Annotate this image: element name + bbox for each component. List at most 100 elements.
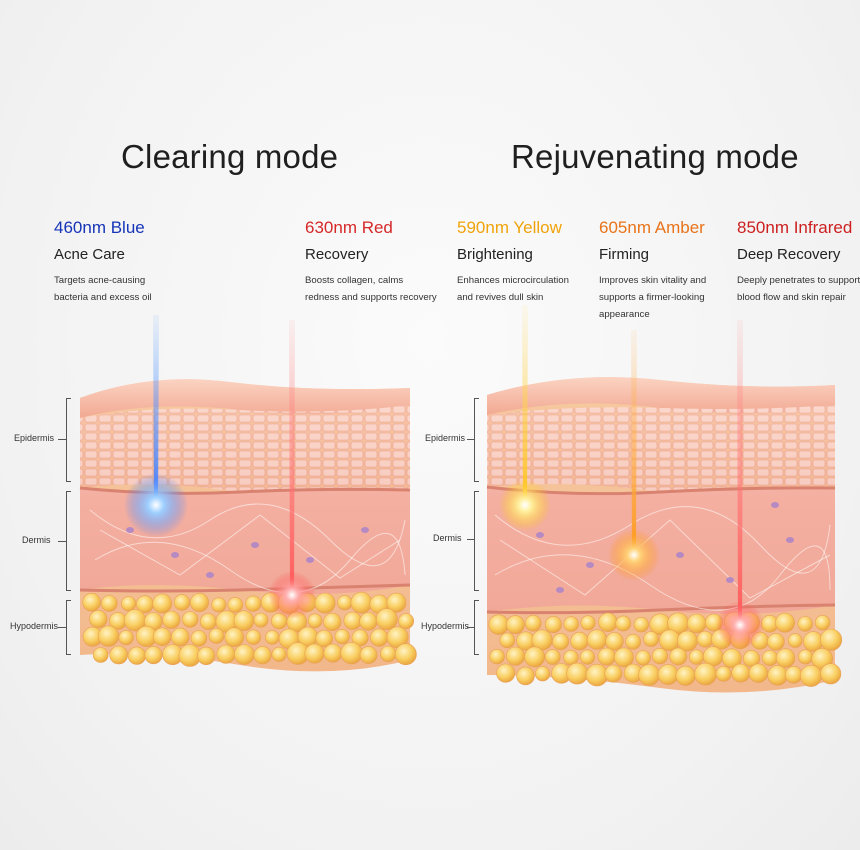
layer-label-epidermis: Epidermis [14, 433, 55, 443]
fat-cell [109, 645, 128, 665]
light-yellow: 590nm Yellow Brightening Enhances microc… [457, 218, 597, 306]
fat-cell [506, 615, 525, 635]
fat-cell [350, 591, 373, 614]
fat-cell [173, 594, 191, 611]
fat-cell [638, 664, 660, 686]
tick-line [58, 439, 66, 440]
fat-cell [152, 627, 172, 647]
description-line: bacteria and excess oil [54, 292, 152, 303]
fat-cells-right [488, 611, 843, 687]
fat-cell [190, 592, 210, 612]
description-line: appearance [599, 309, 650, 320]
fat-cell [787, 633, 803, 648]
fat-cell [722, 648, 742, 669]
fat-cell [748, 663, 769, 683]
bracket-hypodermis [66, 600, 71, 655]
layer-label-dermis: Dermis [22, 535, 51, 545]
description: Targets acne-causing bacteria and excess… [54, 272, 274, 306]
description-line: Deeply penetrates to support [737, 275, 860, 286]
fat-cell [351, 629, 369, 647]
fat-cell [570, 631, 589, 651]
bracket-dermis [66, 491, 71, 591]
fat-cell [386, 592, 407, 613]
fat-cell [643, 631, 659, 647]
fat-cell [675, 665, 696, 686]
fat-cell [127, 646, 146, 665]
fat-cell [552, 633, 570, 651]
fat-cell [144, 646, 163, 665]
bracket-epidermis [474, 398, 479, 482]
fat-cell [224, 627, 245, 648]
fat-cell [337, 595, 353, 611]
fat-cell [315, 629, 333, 648]
fat-cell [524, 646, 546, 668]
light-red: 630nm Red Recovery Boosts collagen, calm… [305, 218, 455, 306]
layer-label-hypodermis: Hypodermis [421, 621, 470, 631]
fat-cell [227, 597, 244, 613]
fat-cell [819, 628, 843, 651]
fat-cell [686, 613, 707, 634]
fat-cell [233, 610, 255, 632]
fat-cell [359, 612, 378, 631]
fat-cell [499, 632, 516, 649]
description-line: Enhances microcirculation [457, 275, 569, 286]
fat-cell [797, 649, 813, 665]
fat-cell [767, 665, 788, 686]
bracket-hypodermis [474, 600, 479, 655]
fat-cell [651, 647, 669, 665]
fat-cell [307, 613, 323, 629]
bracket-epidermis [66, 398, 71, 482]
wavelength-label: 460nm Blue [54, 218, 145, 237]
fat-cell [208, 628, 225, 644]
description-line: redness and supports recovery [305, 292, 437, 303]
benefit-label: Brightening [457, 246, 533, 263]
fat-cell [89, 609, 108, 629]
fat-cell [696, 630, 714, 648]
description-line: and revives dull skin [457, 292, 544, 303]
description-line: supports a firmer-looking [599, 292, 705, 303]
fat-cell [505, 646, 525, 666]
description-line: Improves skin vitality and [599, 275, 707, 286]
fat-cell [534, 666, 551, 682]
fat-cell [359, 646, 378, 664]
fat-cell [598, 612, 618, 632]
description-line: blood flow and skin repair [737, 292, 846, 303]
fat-cell [775, 612, 795, 633]
description-line: Targets acne-causing [54, 275, 146, 286]
wavelength-label: 590nm Yellow [457, 218, 562, 237]
clearing-mode-title: Clearing mode [121, 138, 339, 175]
fat-cell [715, 665, 732, 682]
fat-cell [92, 647, 109, 663]
fat-cell [586, 629, 608, 650]
fat-cell [799, 664, 822, 687]
fat-cell [775, 648, 796, 668]
fat-cell [625, 633, 641, 650]
fat-cell [182, 611, 199, 628]
benefit-label: Firming [599, 246, 650, 263]
fat-cell [334, 628, 350, 645]
fat-cell [398, 613, 414, 629]
fat-cell [234, 644, 255, 665]
fat-cell [253, 612, 269, 628]
benefit-label: Recovery [305, 246, 369, 263]
tick-line [467, 439, 475, 440]
fat-cell [370, 628, 389, 647]
fat-cell [394, 643, 417, 666]
fat-cell [488, 614, 509, 635]
fat-cell [524, 614, 542, 632]
wavelength-label: 605nm Amber [599, 218, 705, 237]
beam-yellow [499, 305, 551, 531]
fat-cell [614, 647, 634, 668]
fat-cell [211, 597, 227, 613]
fat-cell [375, 608, 398, 631]
fat-cells-left [82, 591, 417, 667]
fat-cell [597, 647, 616, 666]
fat-cell [784, 665, 803, 684]
tick-line [58, 541, 66, 542]
fat-cell [121, 596, 137, 612]
layer-label-dermis: Dermis [433, 533, 462, 543]
fat-cell [343, 611, 362, 630]
description: Boosts collagen, calms redness and suppo… [305, 272, 455, 306]
light-amber: 605nm Amber Firming Improves skin vitali… [599, 218, 733, 323]
